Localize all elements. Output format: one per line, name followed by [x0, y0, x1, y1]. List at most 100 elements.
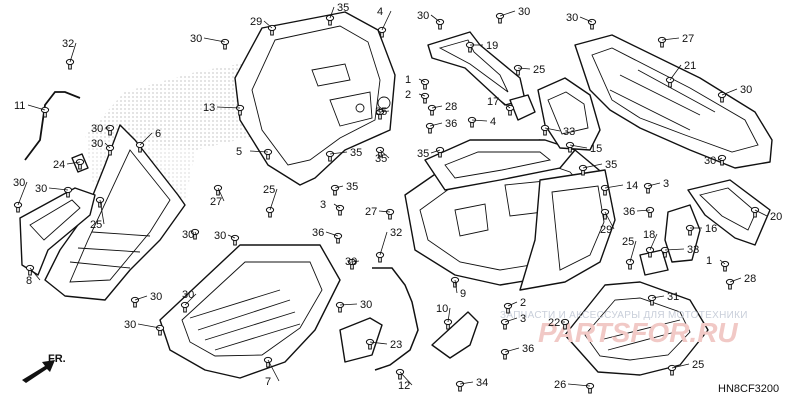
leader-line-20	[754, 209, 768, 217]
callout-35: 35	[605, 159, 617, 171]
fastener-18-icon	[645, 246, 655, 258]
callout-26: 26	[554, 379, 566, 391]
leader-line-25	[517, 67, 531, 70]
callout-18: 18	[643, 229, 655, 241]
callout-30: 30	[182, 289, 194, 301]
leader-line-35	[379, 149, 390, 159]
leader-line-1	[418, 78, 426, 83]
leader-line-10	[447, 307, 451, 323]
leader-line-24	[66, 161, 81, 165]
leader-line-23	[369, 341, 388, 345]
part-19-bracket	[427, 31, 526, 106]
callout-5: 5	[236, 146, 242, 158]
leader-line-30	[717, 157, 723, 161]
part-22-right-guard	[564, 281, 709, 376]
leader-line-36	[504, 347, 520, 353]
leader-line-27	[378, 210, 391, 213]
leader-line-28	[729, 277, 742, 283]
fastener-25-icon	[667, 364, 677, 376]
callout-32: 32	[390, 227, 402, 239]
callout-20: 20	[770, 211, 782, 223]
leader-line-30	[430, 14, 441, 23]
part-13-rear-inner-fender	[234, 11, 396, 186]
fastener-27-icon	[657, 36, 667, 48]
callout-27: 27	[210, 196, 222, 208]
fastener-30-icon	[335, 301, 345, 313]
leader-line-17	[500, 100, 511, 109]
leader-line-36	[636, 209, 651, 212]
callout-25: 25	[263, 184, 275, 196]
callout-30: 30	[417, 10, 429, 22]
callout-35: 35	[337, 2, 349, 14]
fastener-36-icon	[500, 348, 510, 360]
fastener-35-icon	[330, 184, 340, 196]
callout-14: 14	[626, 180, 638, 192]
callout-19: 19	[486, 40, 498, 52]
leader-line-1	[719, 259, 726, 265]
callout-3: 3	[663, 178, 669, 190]
callout-27: 27	[365, 206, 377, 218]
callout-30: 30	[740, 84, 752, 96]
fastener-3-icon	[643, 182, 653, 194]
leader-line-30	[137, 323, 161, 329]
callout-34: 34	[476, 377, 488, 389]
leader-line-30	[48, 187, 69, 191]
fastener-1-icon	[720, 260, 730, 272]
part-14-fender-extension	[519, 169, 616, 291]
leader-line-35	[329, 6, 335, 19]
callout-30: 30	[190, 33, 202, 45]
callout-10: 10	[436, 303, 448, 315]
leader-line-30	[351, 260, 360, 263]
leader-line-25	[629, 240, 637, 263]
callout-30: 30	[13, 177, 25, 189]
callout-6: 6	[155, 128, 161, 140]
watermark-line2: PARTSFOR.RU	[538, 317, 738, 348]
callout-15: 15	[590, 143, 602, 155]
leader-line-14	[604, 184, 624, 189]
callout-3: 3	[320, 199, 326, 211]
leader-line-30	[499, 10, 516, 17]
callout-11: 11	[14, 100, 25, 112]
callout-36: 36	[445, 118, 457, 130]
leader-line-25	[99, 199, 105, 225]
leader-line-3	[504, 317, 518, 323]
leader-line-32	[69, 42, 77, 63]
callout-23: 23	[390, 339, 402, 351]
fastener-30-icon	[155, 324, 165, 336]
leader-line-36	[429, 122, 443, 127]
callout-7: 7	[265, 376, 271, 388]
diagram-code: HN8CF3200	[718, 383, 779, 395]
fastener-8-icon	[25, 264, 35, 276]
callout-35: 35	[350, 147, 362, 159]
callout-4: 4	[377, 6, 383, 18]
part-23-cover	[339, 317, 383, 363]
part-16-bracket	[664, 204, 701, 263]
leader-line-32	[379, 231, 388, 256]
callout-31: 31	[667, 291, 679, 303]
callout-28: 28	[744, 273, 756, 285]
part-17-clip	[509, 94, 536, 121]
part-12-cable	[372, 267, 419, 371]
callout-29: 29	[250, 16, 262, 28]
callout-28: 28	[445, 101, 457, 113]
callout-16: 16	[705, 223, 717, 235]
callout-30: 30	[345, 256, 357, 268]
leader-line-18	[649, 233, 658, 251]
leader-line-30	[134, 295, 148, 301]
leader-line-5	[249, 150, 269, 153]
leader-line-4	[381, 10, 392, 31]
callout-30: 30	[35, 183, 47, 195]
callout-4: 4	[490, 116, 496, 128]
fastener-36-icon	[425, 122, 435, 134]
leader-line-30	[184, 293, 197, 306]
callout-30: 30	[360, 299, 372, 311]
part-20-right-bracket	[687, 179, 771, 246]
part-10-plate	[431, 311, 479, 359]
fastener-11-icon	[40, 106, 50, 118]
callout-30: 30	[124, 319, 136, 331]
fastener-28-icon	[725, 278, 735, 290]
leader-line-30	[194, 231, 197, 235]
front-direction-arrow: FR.	[22, 353, 66, 383]
leader-line-2	[418, 93, 426, 97]
